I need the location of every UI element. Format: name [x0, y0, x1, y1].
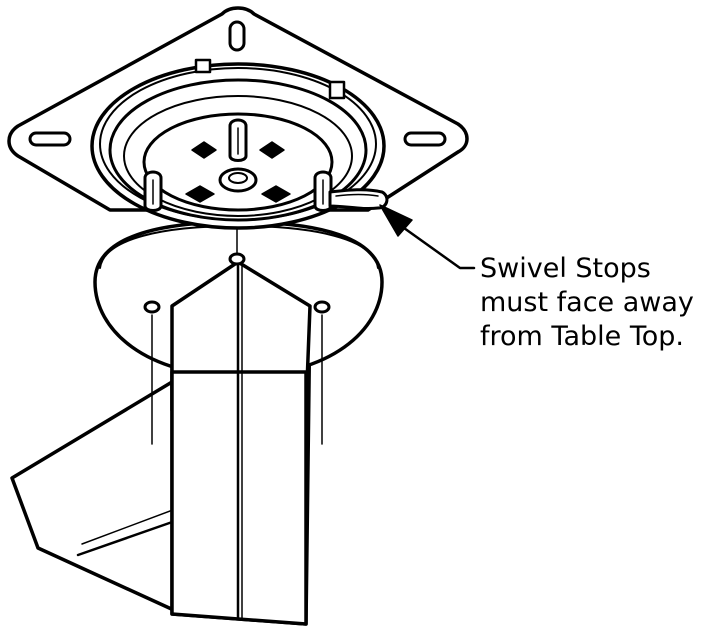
flange-screw-hole-center	[228, 252, 246, 266]
swivel-stop-top	[228, 118, 248, 162]
swivel-stops	[143, 118, 333, 212]
leg-side-crease	[76, 518, 180, 557]
leg-side-crease-2	[81, 507, 179, 545]
swivel-stop-callout-text: Swivel Stops must face away from Table T…	[480, 252, 694, 354]
leg-post-lower	[170, 370, 308, 626]
strap-band	[328, 188, 389, 211]
flange-screw-hole-left	[143, 300, 161, 314]
bearing-diamond-3	[185, 185, 215, 203]
swivel-stop-strap	[328, 188, 389, 211]
bearing-diamond-4	[261, 185, 291, 203]
plate-slot-top	[228, 20, 246, 52]
callout-line-1: Swivel Stops	[480, 253, 651, 284]
leg-side-extension	[10, 380, 180, 614]
callout-line-2: must face away	[480, 287, 694, 318]
callout-leader-line	[402, 226, 476, 270]
swivel-stop-left	[143, 170, 163, 212]
plate-slot-right	[403, 131, 447, 147]
bearing-tab-right	[328, 80, 346, 100]
swivel-stop-right	[313, 170, 333, 212]
plate-slot-left	[28, 131, 72, 147]
callout-line-3: from Table Top.	[480, 321, 684, 352]
bearing-center-hub-inner	[228, 172, 248, 184]
bearing-tab-left	[194, 58, 212, 74]
callout-leader	[379, 204, 476, 270]
flange-screw-hole-right	[313, 300, 331, 314]
bearing-diamond-2	[259, 141, 285, 159]
bearing-diamond-1	[191, 141, 217, 159]
